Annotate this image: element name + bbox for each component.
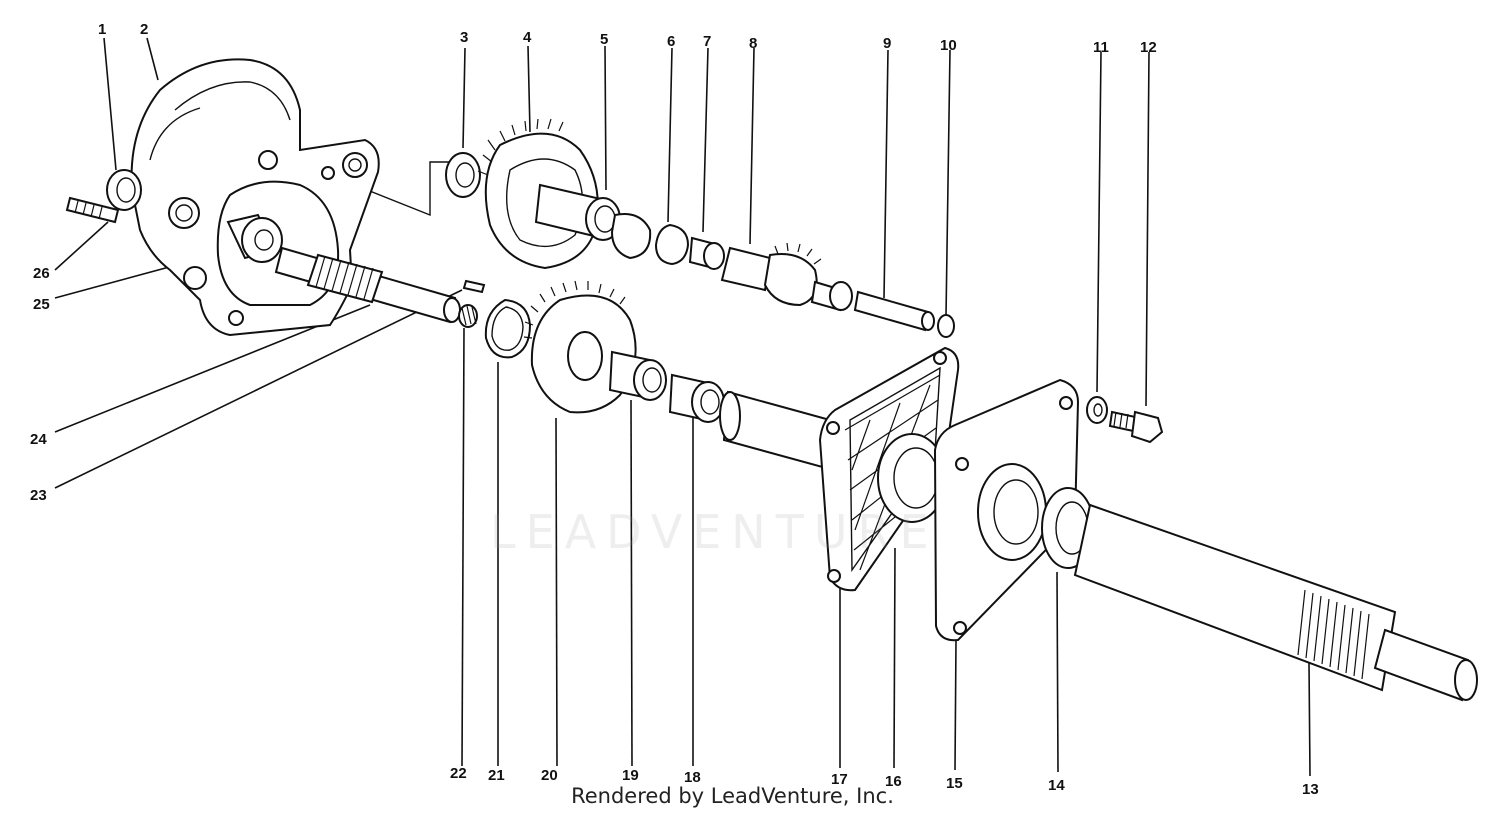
part-label-14: 14 <box>1048 777 1065 794</box>
part-label-20: 20 <box>541 767 558 784</box>
thrust-washer <box>445 152 481 198</box>
part-label-19: 19 <box>622 767 639 784</box>
part-label-18: 18 <box>684 769 701 786</box>
watermark: LEADVENTURE <box>490 505 939 559</box>
key <box>462 279 486 294</box>
leader-lines <box>54 37 1311 777</box>
part-label-3: 3 <box>460 29 468 46</box>
snap-ring <box>484 298 532 359</box>
gear-hub <box>534 183 652 260</box>
bearing-retainer <box>933 378 1080 642</box>
pinion-shaft <box>274 246 461 324</box>
oil-seal <box>877 433 947 523</box>
part-label-26: 26 <box>33 265 50 282</box>
part-label-12: 12 <box>1140 39 1157 56</box>
spacer <box>688 236 725 270</box>
part-label-6: 6 <box>667 33 675 50</box>
spring <box>458 304 478 328</box>
part-label-17: 17 <box>831 771 848 788</box>
bushing <box>226 213 283 263</box>
lock-washer <box>1086 396 1108 424</box>
part-label-8: 8 <box>749 35 757 52</box>
part-label-2: 2 <box>140 21 148 38</box>
seal <box>106 169 142 211</box>
axle <box>1073 503 1478 702</box>
hex-bolt <box>1108 410 1164 444</box>
footer-caption: Rendered by LeadVenture, Inc. <box>571 784 894 808</box>
part-label-1: 1 <box>98 21 106 38</box>
part-label-24: 24 <box>30 431 47 448</box>
part-label-9: 9 <box>883 35 891 52</box>
part-label-21: 21 <box>488 767 505 784</box>
part-label-10: 10 <box>940 37 957 54</box>
part-label-4: 4 <box>523 29 532 46</box>
o-ring <box>937 314 955 338</box>
retaining-ring <box>654 223 690 266</box>
bearing-cone <box>608 350 667 401</box>
part-label-15: 15 <box>946 775 963 792</box>
part-label-5: 5 <box>600 31 608 48</box>
stud <box>65 196 120 224</box>
part-label-25: 25 <box>33 296 50 313</box>
pinion-pin <box>853 290 935 332</box>
pinion-gear <box>720 242 853 312</box>
part-label-7: 7 <box>703 33 711 50</box>
part-label-11: 11 <box>1093 39 1109 56</box>
bearing-cup <box>668 373 725 423</box>
part-label-13: 13 <box>1302 781 1319 798</box>
part-number-labels: 1 2 3 4 5 6 7 8 9 10 11 12 13 14 15 16 1… <box>30 21 1319 798</box>
part-label-16: 16 <box>885 773 902 790</box>
part-label-22: 22 <box>450 765 467 782</box>
part-label-23: 23 <box>30 487 47 504</box>
